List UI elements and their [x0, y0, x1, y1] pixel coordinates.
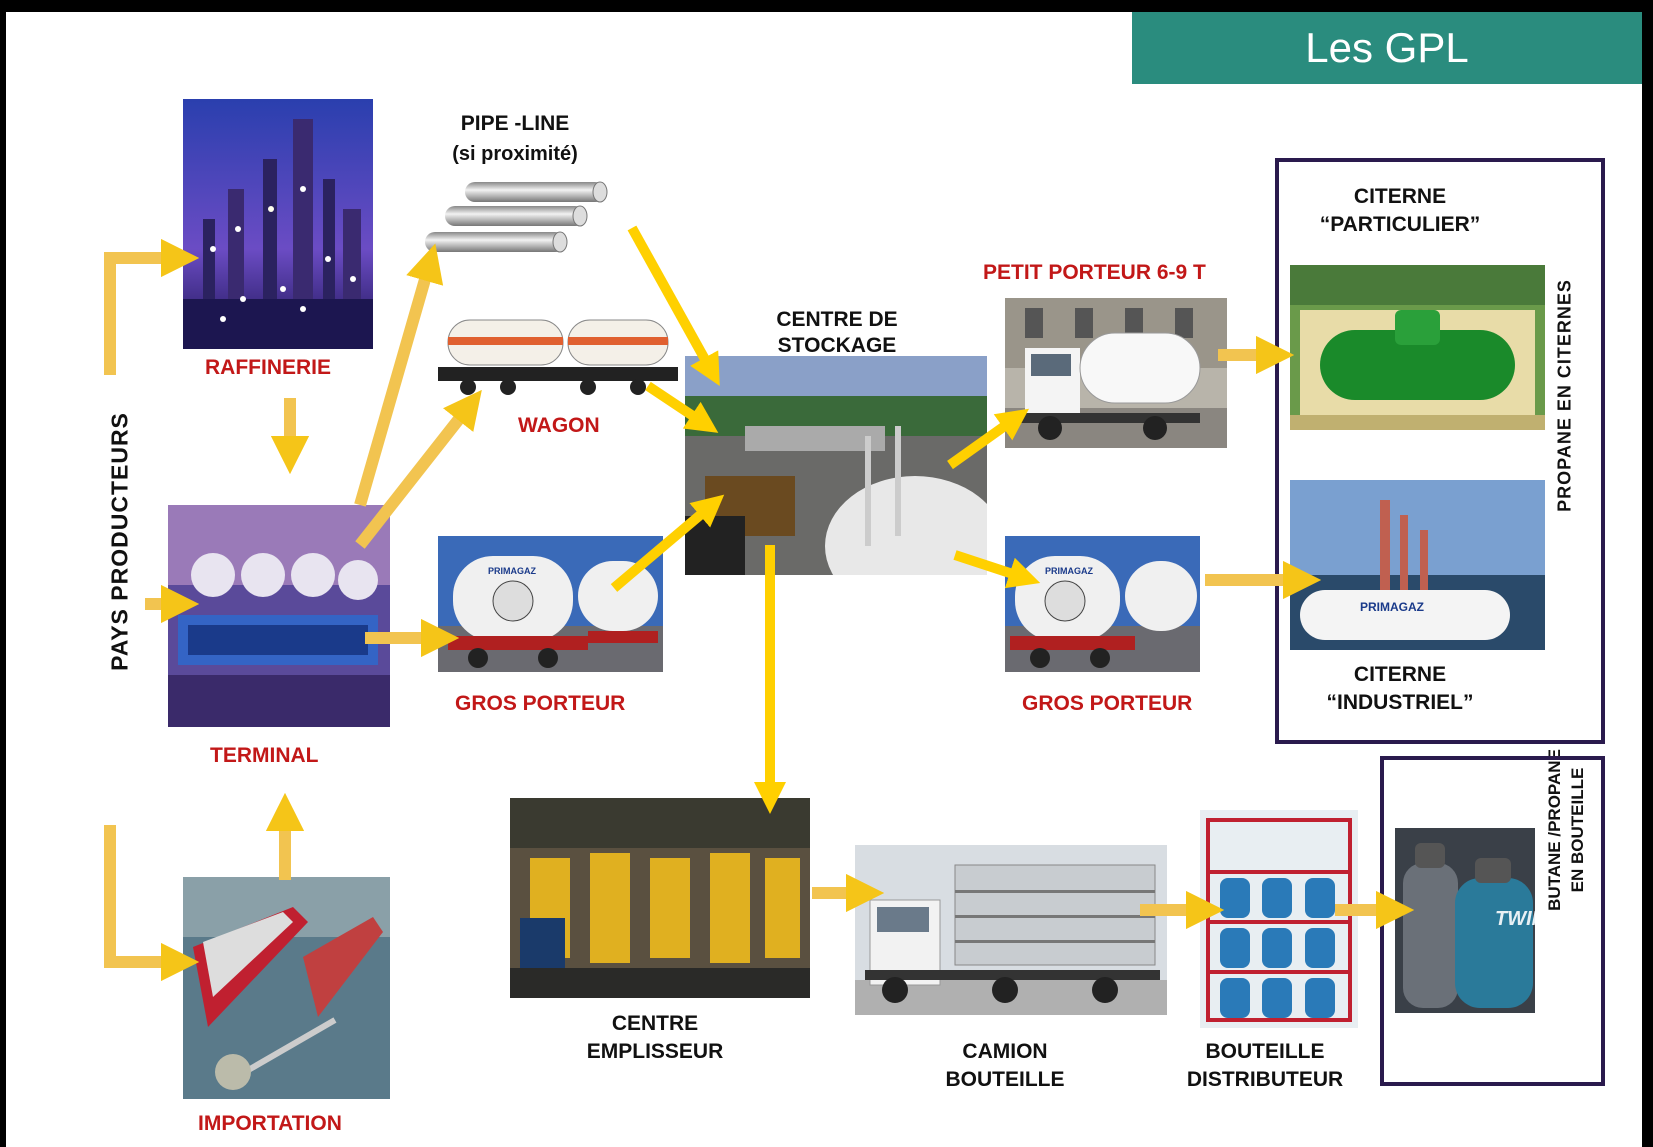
label-bouteille-distributeur-2: DISTRIBUTEUR: [1186, 1068, 1344, 1091]
label-citerne-industriel-2: “INDUSTRIEL”: [1326, 691, 1474, 714]
arrow-producers-raffinerie: [104, 238, 200, 375]
terminal-photo: [168, 505, 390, 727]
label-citerne-particulier-1: CITERNE: [1353, 185, 1447, 208]
arrow-wagon-stockage: [645, 381, 719, 433]
primagaz-logo-2: PRIMAGAZ: [1045, 566, 1093, 576]
label-wagon: WAGON: [518, 414, 600, 437]
arrow-producers-importation: [104, 825, 200, 982]
label-petit-porteur: PETIT PORTEUR 6-9 T: [983, 261, 1206, 284]
storage-center-photo: [685, 356, 987, 575]
label-gros-porteur-right: GROS PORTEUR: [1022, 692, 1193, 715]
twin-logo: TWIN: [1495, 908, 1535, 930]
arrow-grosporteur-stockage: [610, 494, 725, 592]
pipeline-illustration: [425, 180, 610, 265]
label-camion-bouteille-1: CAMION: [962, 1040, 1048, 1063]
filling-center-photo: [510, 798, 810, 998]
label-centre-emplisseur-1: CENTRE: [611, 1012, 699, 1035]
primagaz-logo-1: PRIMAGAZ: [488, 566, 536, 576]
import-ship-photo: [183, 877, 390, 1099]
arrow-stockage-grosporteur2: [953, 550, 1041, 589]
arrow-terminal-wagon: [355, 389, 482, 549]
label-centre-stockage-1: CENTRE DE: [776, 308, 898, 331]
label-raffinerie: RAFFINERIE: [205, 356, 331, 379]
right-black-border: [1642, 0, 1653, 1147]
large-truck-photo-left: PRIMAGAZ: [438, 536, 663, 672]
arrow-pipeline-stockage: [627, 225, 720, 386]
arrow-stockage-petitporteur: [947, 408, 1030, 470]
top-black-border: [0, 0, 1653, 12]
label-pipeline-2: (si proximité): [452, 143, 578, 165]
arrow-terminal-pipeline: [354, 243, 444, 507]
small-truck-photo: [1005, 298, 1227, 448]
left-black-border: [0, 0, 6, 1147]
label-centre-stockage-2: STOCKAGE: [777, 334, 897, 357]
label-terminal: TERMINAL: [210, 744, 319, 767]
label-camion-bouteille-2: BOUTEILLE: [945, 1068, 1065, 1091]
private-tank-photo: [1290, 265, 1545, 430]
title-banner: Les GPL: [1132, 12, 1642, 84]
large-truck-photo-right: PRIMAGAZ: [1005, 536, 1200, 672]
label-centre-emplisseur-2: EMPLISSEUR: [586, 1040, 724, 1063]
bottle-truck-photo: [855, 845, 1167, 1015]
page-title: Les GPL: [1305, 24, 1469, 71]
label-gros-porteur-left: GROS PORTEUR: [455, 692, 626, 715]
label-citerne-particulier-2: “PARTICULIER”: [1319, 213, 1481, 236]
label-citerne-industriel-1: CITERNE: [1353, 663, 1447, 686]
gas-bottles-photo: TWIN: [1395, 828, 1535, 1013]
label-bouteille-distributeur-1: BOUTEILLE: [1205, 1040, 1325, 1063]
industrial-tank-photo: PRIMAGAZ: [1290, 480, 1545, 650]
primagaz-logo-3: PRIMAGAZ: [1360, 600, 1424, 614]
label-pipeline-1: PIPE -LINE: [460, 112, 570, 135]
propane-tanks-frame: [1275, 158, 1605, 744]
refinery-photo: [183, 99, 373, 349]
bottle-rack-photo: [1200, 810, 1358, 1028]
label-importation: IMPORTATION: [198, 1112, 342, 1135]
